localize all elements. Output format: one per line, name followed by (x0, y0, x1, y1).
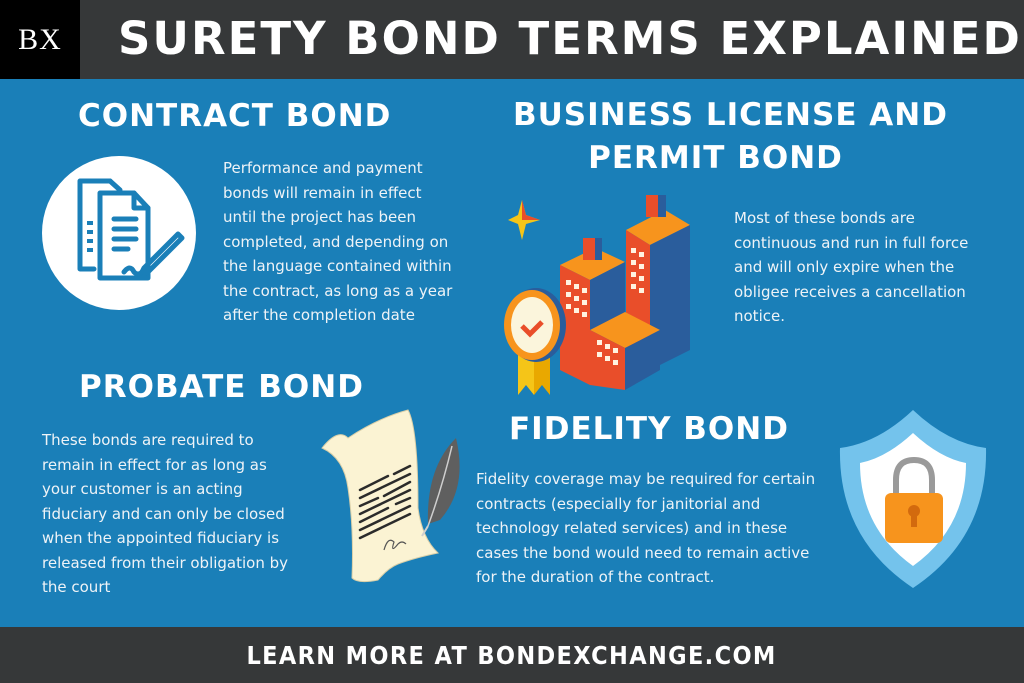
fidelity-bond-description: Fidelity coverage may be required for ce… (476, 470, 816, 586)
contract-icon-circle (42, 156, 196, 310)
license-bond-heading-line2: PERMIT BOND (588, 140, 843, 176)
header-bar: BX SURETY BOND TERMS EXPLAINED (0, 0, 1024, 79)
page-title: SURETY BOND TERMS EXPLAINED (118, 12, 1022, 65)
scroll-quill-icon (321, 409, 460, 583)
buildings-badge-icon (504, 195, 690, 395)
contract-bond-description: Performance and payment bonds will remai… (223, 159, 453, 324)
probate-bond-heading: PROBATE BOND (79, 369, 364, 405)
contract-bond-heading: CONTRACT BOND (78, 98, 392, 134)
bx-logo: BX (0, 0, 80, 79)
license-bond-description: Most of these bonds are continuous and r… (734, 209, 969, 325)
license-bond-heading-line1: BUSINESS LICENSE AND (513, 97, 948, 133)
shield-lock-icon (839, 410, 987, 588)
fidelity-bond-heading: FIDELITY BOND (509, 411, 789, 447)
probate-bond-description: These bonds are required to remain in ef… (42, 431, 289, 596)
footer-bar: LEARN MORE AT BONDEXCHANGE.COM (0, 627, 1024, 683)
footer-cta-link[interactable]: LEARN MORE AT BONDEXCHANGE.COM (246, 640, 778, 670)
document-signing-icon (77, 178, 185, 281)
